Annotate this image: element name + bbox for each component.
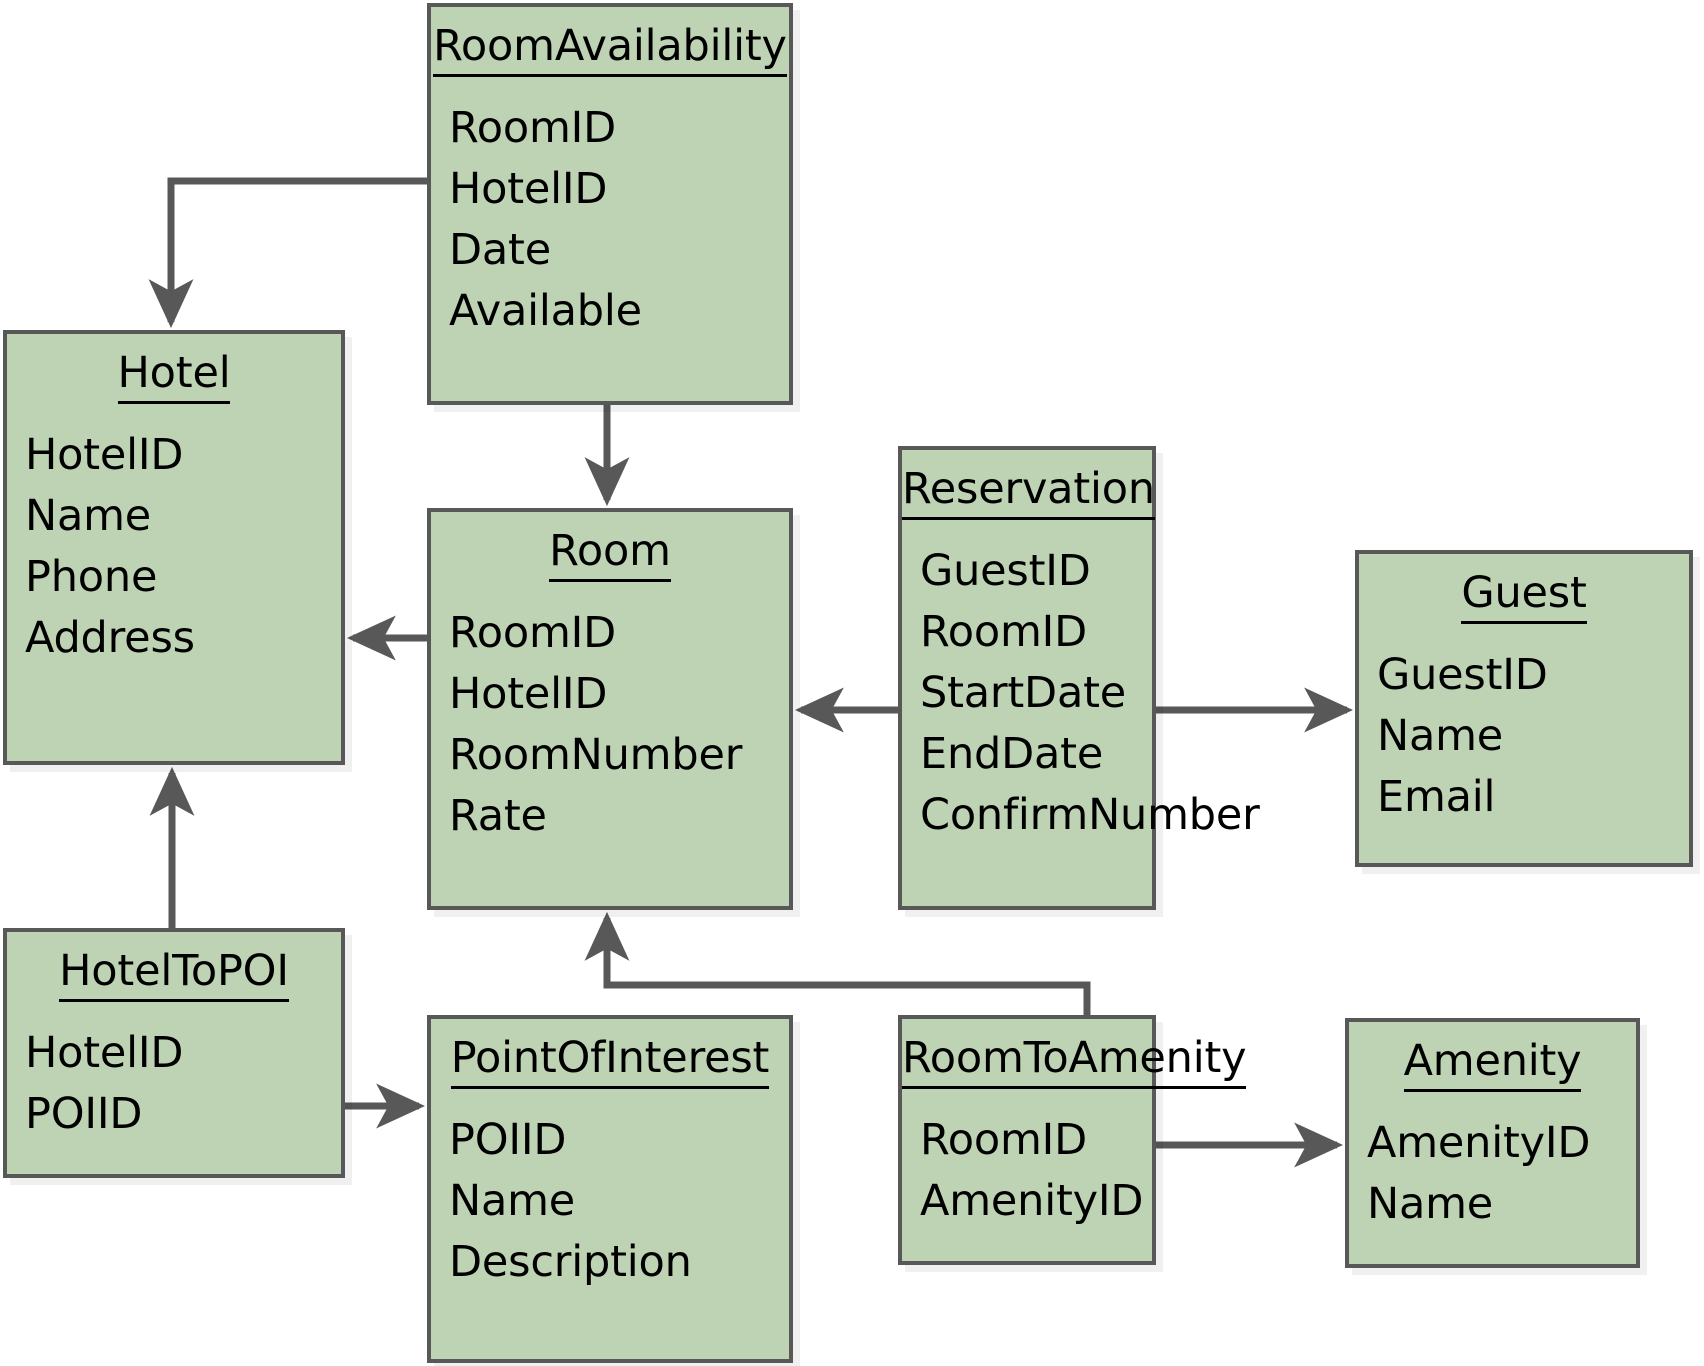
attribute: RoomID [449, 608, 617, 658]
edge-roomtoamenity-room [584, 911, 1091, 1015]
entity-room-to-amenity[interactable]: RoomToAmenity RoomID AmenityID [898, 1015, 1247, 1265]
attribute: Rate [449, 791, 547, 842]
entity-title: RoomToAmenity [902, 1019, 1247, 1089]
entity-room-availability[interactable]: RoomAvailability RoomID HotelID Date Ava… [427, 3, 793, 405]
attribute: StartDate [920, 668, 1127, 719]
attribute-list: RoomID HotelID RoomNumber Rate [431, 577, 789, 847]
attribute: RoomNumber [449, 730, 743, 781]
attribute: RoomID [920, 1115, 1088, 1165]
entity-title: HotelToPOI [7, 932, 341, 1002]
attribute-list: AmenityID Name [1349, 1087, 1636, 1235]
entity-title: PointOfInterest [431, 1019, 789, 1089]
entity-amenity[interactable]: Amenity AmenityID Name [1345, 1018, 1640, 1268]
attribute: HotelID [449, 669, 608, 720]
attribute: Description [449, 1237, 692, 1288]
attribute: ConfirmNumber [920, 790, 1260, 841]
edge-roomavailability-hotel [148, 177, 427, 329]
attribute: AmenityID [920, 1176, 1144, 1227]
entity-title: Amenity [1349, 1022, 1636, 1092]
entity-hotel[interactable]: Hotel HotelID Name Phone Address [3, 330, 345, 765]
entity-reservation[interactable]: Reservation GuestID RoomID StartDate End… [898, 446, 1260, 910]
attribute: Name [449, 1176, 576, 1227]
attribute: GuestID [1377, 650, 1548, 700]
entity-room[interactable]: Room RoomID HotelID RoomNumber Rate [427, 508, 793, 910]
attribute: EndDate [920, 729, 1104, 780]
attribute: Name [25, 491, 152, 542]
attribute: Address [25, 613, 195, 664]
entity-title: Reservation [902, 450, 1155, 520]
entity-title: Guest [1359, 554, 1689, 624]
attribute-list: POIID Name Description [431, 1084, 789, 1293]
attribute: RoomID [449, 103, 617, 153]
entity-title: Hotel [7, 334, 341, 404]
attribute: AmenityID [1367, 1118, 1591, 1168]
attribute: POIID [25, 1089, 143, 1140]
attribute-list: GuestID RoomID StartDate EndDate Confirm… [902, 515, 1260, 846]
attribute: HotelID [25, 430, 184, 480]
attribute: RoomID [920, 607, 1088, 658]
entity-title: Room [431, 512, 789, 582]
entity-guest[interactable]: Guest GuestID Name Email [1355, 550, 1693, 867]
attribute: Available [449, 286, 642, 337]
attribute-list: RoomID HotelID Date Available [431, 72, 789, 342]
attribute: Date [449, 225, 551, 276]
attribute: HotelID [25, 1028, 184, 1078]
attribute: Name [1367, 1179, 1494, 1230]
attribute-list: HotelID Name Phone Address [7, 399, 341, 669]
attribute: Name [1377, 711, 1504, 762]
attribute-list: HotelID POIID [7, 997, 341, 1145]
attribute: HotelID [449, 164, 608, 215]
entity-title: RoomAvailability [431, 7, 789, 77]
attribute-list: GuestID Name Email [1359, 619, 1689, 828]
entity-point-of-interest[interactable]: PointOfInterest POIID Name Description [427, 1015, 793, 1363]
attribute: POIID [449, 1115, 567, 1165]
attribute: Email [1377, 772, 1496, 823]
attribute-list: RoomID AmenityID [902, 1084, 1152, 1232]
entity-hotel-to-poi[interactable]: HotelToPOI HotelID POIID [3, 928, 345, 1178]
attribute: GuestID [920, 546, 1091, 596]
attribute: Phone [25, 552, 158, 603]
